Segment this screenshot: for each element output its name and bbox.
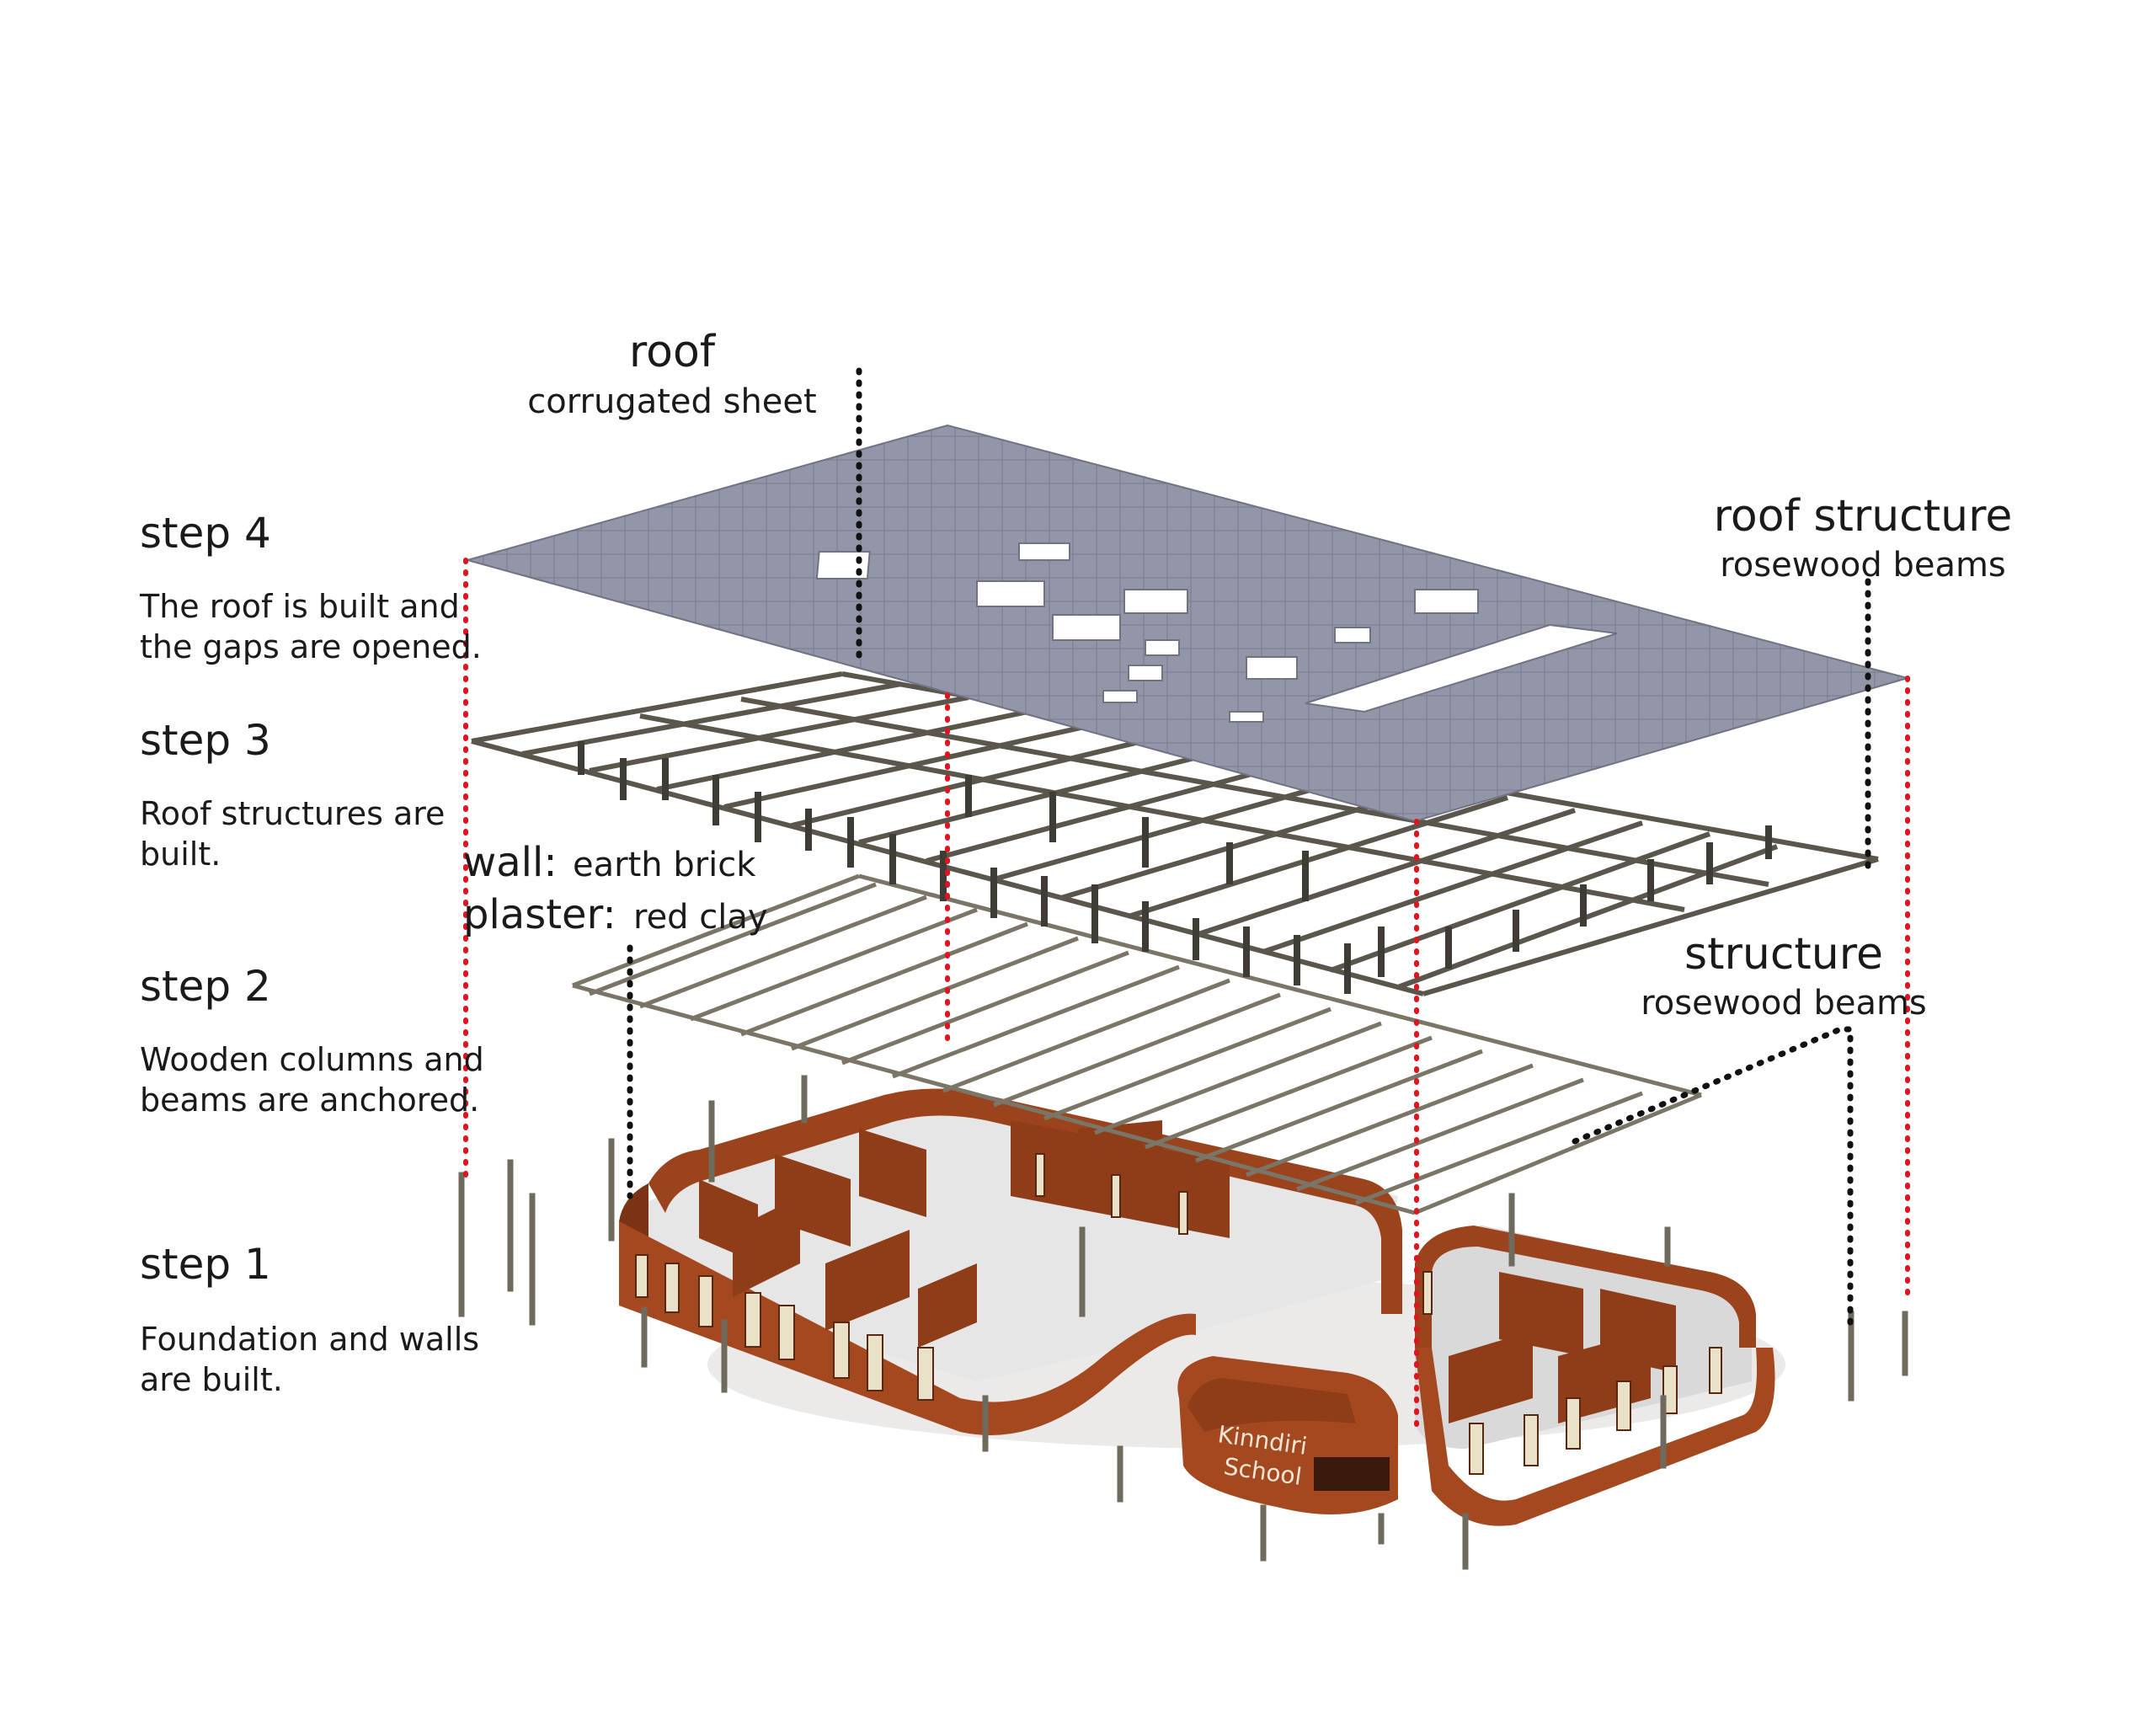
structure-beam-grid: [572, 873, 1702, 1215]
roof-structure-subtitle: rosewood beams: [1720, 546, 2006, 585]
step-4-title: step 4: [140, 509, 271, 558]
left-wing-long-wall: [619, 1221, 1196, 1435]
ground-columns: [458, 1075, 1908, 1570]
plaster-material: red clay: [633, 898, 768, 937]
step-2-title: step 2: [140, 962, 271, 1011]
black-dotted-leaders: [627, 367, 1871, 1326]
step-4-description: The roof is built and the gaps are opene…: [140, 588, 482, 665]
structure-subtitle: rosewood beams: [1641, 984, 1927, 1023]
step-1-description: Foundation and walls are built.: [140, 1321, 480, 1398]
right-wing-back-wall: [1415, 1226, 1756, 1348]
roof-title: roof: [629, 327, 717, 377]
roof-subtitle: corrugated sheet: [527, 382, 816, 421]
step-3-description: Roof structures are built.: [140, 795, 446, 873]
red-dotted-leaders: [463, 558, 1910, 1434]
structure-title: structure: [1684, 929, 1883, 980]
roof-structure-grid: [471, 671, 1879, 996]
plaster-label: plaster:: [463, 891, 616, 938]
building-walls: [619, 1088, 1775, 1526]
step-3-title: step 3: [140, 716, 271, 765]
roof-structure-title: roof structure: [1714, 491, 2013, 542]
roof-sheet: [464, 424, 1911, 823]
roof-structure-posts: [578, 741, 1772, 994]
right-wing-front-wall: [1415, 1348, 1775, 1526]
wall-label: wall:: [463, 839, 558, 886]
step-1-title: step 1: [140, 1240, 271, 1289]
step-2-description: Wooden columns and beams are anchored.: [140, 1041, 484, 1119]
wall-material: earth brick: [573, 846, 756, 884]
